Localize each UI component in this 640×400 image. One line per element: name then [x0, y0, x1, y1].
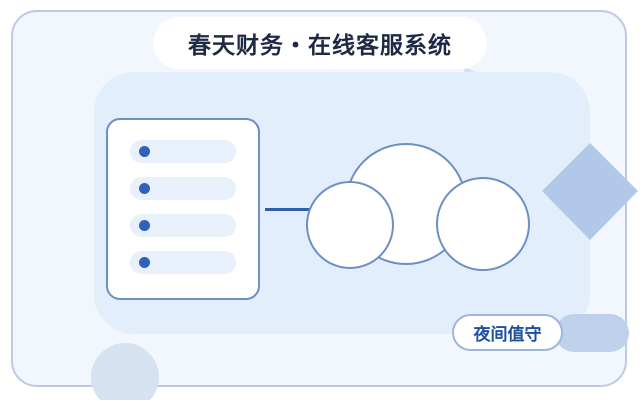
cloud-lobe-left	[306, 181, 394, 269]
connector-line	[265, 208, 331, 211]
list-bullet	[139, 257, 150, 268]
page-title-text: 春天财务・在线客服系统	[188, 33, 452, 59]
list-item	[130, 214, 236, 237]
list-bullet	[139, 146, 150, 157]
list-bullet	[139, 220, 150, 231]
page-title: 春天财务・在线客服系统	[153, 17, 487, 69]
list-item	[130, 251, 236, 274]
status-badge-text: 夜间值守	[473, 325, 542, 345]
document-list-icon	[106, 118, 260, 300]
cloud-lobe-right	[436, 177, 530, 271]
deco-circle-bottom-left	[91, 343, 159, 400]
diamond-shape	[542, 143, 638, 240]
deco-pill-right	[555, 314, 629, 352]
list-item	[130, 177, 236, 200]
list-bullet	[139, 183, 150, 194]
status-badge: 夜间值守	[452, 314, 563, 351]
cloud-icon	[306, 143, 530, 271]
list-item	[130, 140, 236, 163]
